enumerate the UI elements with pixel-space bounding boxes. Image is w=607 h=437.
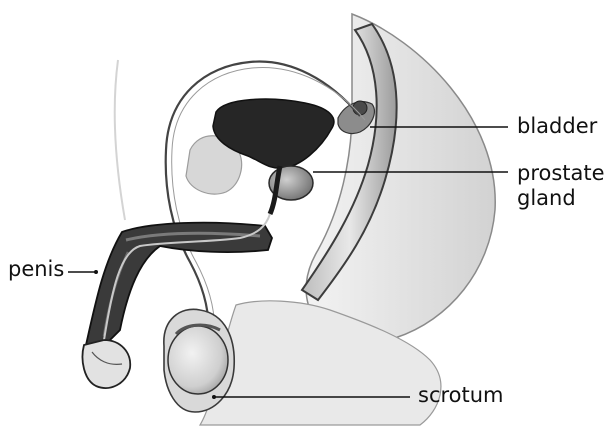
label-gland: gland (517, 187, 576, 209)
leader-dot-penis (94, 270, 98, 274)
label-prostate: prostate (517, 162, 605, 184)
testis (168, 326, 228, 394)
label-penis: penis (8, 258, 64, 280)
ureter-opening (353, 101, 367, 115)
glans (83, 340, 131, 388)
thigh-outline (115, 60, 125, 220)
buttock-outline (306, 14, 495, 343)
leader-dot-scrotum (212, 395, 216, 399)
label-bladder: bladder (517, 115, 597, 137)
label-scrotum: scrotum (418, 384, 504, 406)
